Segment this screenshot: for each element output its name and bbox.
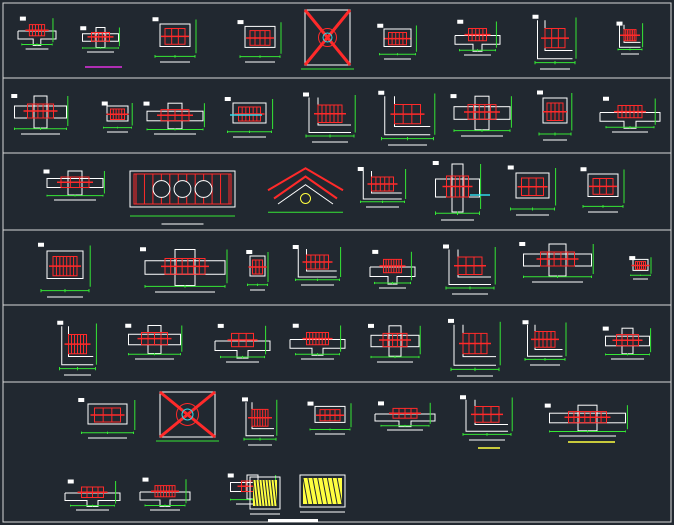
detail-drawing (357, 167, 407, 208)
detail-drawing (156, 390, 219, 442)
detail-drawing (267, 167, 344, 213)
detail-drawing (432, 161, 482, 221)
detail-drawings (11, 9, 661, 515)
detail-drawing (139, 477, 191, 511)
detail-drawing (580, 167, 625, 213)
detail-drawing (125, 323, 183, 360)
detail-drawing (64, 479, 121, 511)
detail-drawing (43, 169, 105, 201)
detail-drawing (249, 476, 281, 515)
detail-drawing (369, 249, 416, 289)
detail-drawing (292, 245, 342, 286)
detail-drawing (152, 17, 197, 63)
detail-drawing (374, 401, 436, 431)
detail-drawing (237, 20, 282, 63)
detail-drawing (299, 474, 346, 513)
detail-drawing (17, 16, 57, 50)
detail-drawing (448, 318, 501, 377)
detail-drawing (519, 242, 594, 283)
detail-drawing (629, 256, 652, 280)
detail-drawing (246, 250, 269, 291)
detail-drawing (78, 398, 136, 439)
detail-drawing (38, 242, 91, 298)
detail-drawing (11, 94, 69, 135)
detail-drawing (368, 323, 421, 363)
detail-drawing (242, 397, 278, 446)
detail-drawing (301, 9, 354, 70)
detail-drawing (307, 401, 352, 435)
detail-drawing (460, 395, 513, 441)
detail-drawing (454, 19, 501, 56)
detail-drawing (143, 101, 205, 135)
detail-drawing (101, 101, 133, 133)
detail-drawing (522, 320, 567, 366)
detail-drawing (129, 170, 236, 225)
detail-drawing (303, 92, 356, 143)
title-strip (268, 519, 318, 522)
detail-drawing (224, 97, 274, 138)
detail-drawing (507, 165, 557, 216)
detail-drawing (377, 23, 417, 60)
detail-drawing (80, 26, 120, 53)
detail-drawing (544, 403, 628, 437)
detail-drawing (289, 323, 346, 360)
detail-drawing (537, 90, 573, 141)
detail-drawing (599, 96, 661, 133)
detail-drawing (450, 94, 512, 137)
detail-drawing (378, 90, 436, 146)
detail-drawing (214, 323, 271, 363)
detail-drawing (602, 326, 652, 360)
detail-drawing (57, 320, 97, 376)
detail-drawing (616, 21, 644, 55)
detail-drawing (532, 14, 577, 70)
detail-drawing (140, 247, 228, 293)
detail-drawing (443, 244, 496, 295)
